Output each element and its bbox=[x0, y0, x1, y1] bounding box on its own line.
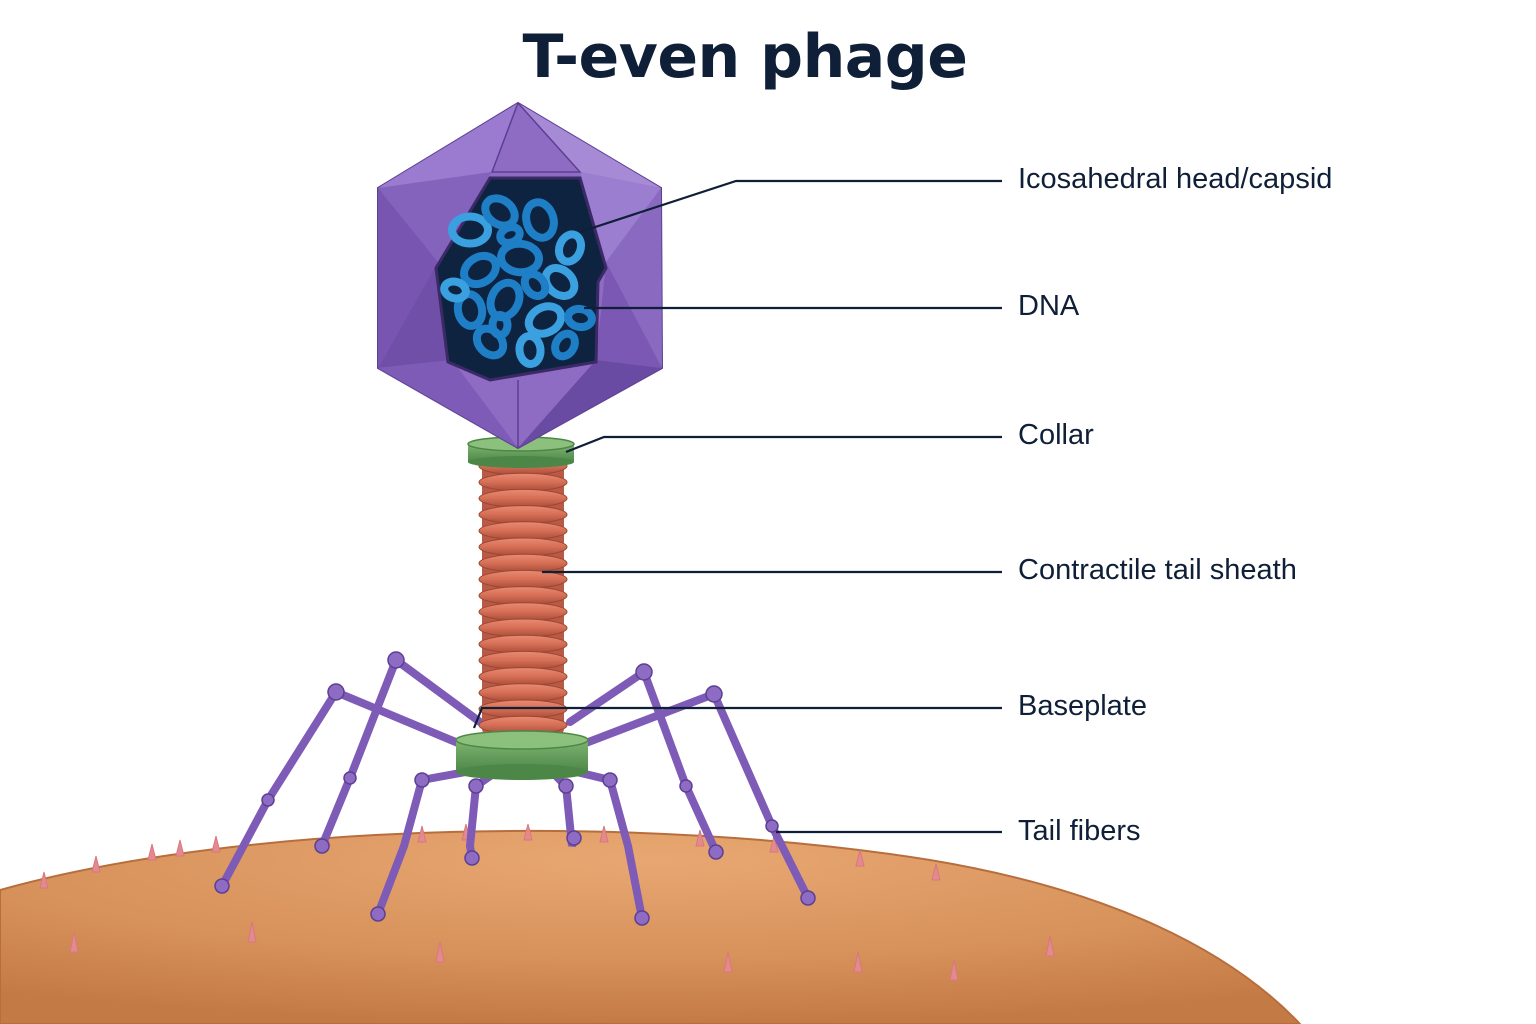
label-tail-fibers: Tail fibers bbox=[1018, 815, 1141, 847]
sheath-ring bbox=[478, 650, 568, 670]
collar bbox=[467, 436, 575, 468]
capsid bbox=[377, 101, 664, 450]
tail-fiber-joints bbox=[214, 651, 816, 926]
sheath-ring bbox=[478, 586, 568, 606]
dna-strand bbox=[551, 329, 579, 361]
leader-line-capsid bbox=[579, 179, 1002, 234]
label-baseplate: Baseplate bbox=[1018, 690, 1147, 722]
sheath-ring bbox=[478, 634, 568, 654]
dna-strand bbox=[554, 230, 586, 266]
leader-line-baseplate bbox=[472, 706, 1002, 729]
dna-strand bbox=[515, 332, 545, 368]
sheath-ring bbox=[478, 569, 568, 589]
dna-strand bbox=[460, 251, 500, 289]
dna-strand bbox=[448, 212, 492, 248]
dna-strand bbox=[488, 311, 512, 339]
label-dna: DNA bbox=[1018, 290, 1080, 322]
sheath-rings bbox=[478, 456, 568, 735]
label-contractile-tail-sheath: Contractile tail sheath bbox=[1018, 554, 1297, 586]
diagram-title: T-even phage bbox=[522, 22, 968, 92]
dna-strand bbox=[520, 270, 550, 300]
label-capsid: Icosahedral head/capsid bbox=[1018, 163, 1333, 195]
sheath-ring bbox=[478, 472, 568, 492]
dna-strand bbox=[481, 194, 519, 230]
dna-strand bbox=[541, 264, 579, 300]
sheath-ring bbox=[478, 521, 568, 541]
cell-surface bbox=[0, 829, 1302, 1024]
dna-strand bbox=[564, 304, 596, 332]
baseplate bbox=[455, 730, 589, 780]
sheath-ring bbox=[478, 537, 568, 557]
dna-strand bbox=[497, 239, 543, 277]
leader-lines bbox=[472, 179, 1002, 834]
sheath-ring bbox=[478, 602, 568, 622]
bacterial-cell bbox=[0, 823, 1302, 1024]
label-collar: Collar bbox=[1018, 419, 1094, 451]
leader-line-collar bbox=[565, 435, 1002, 454]
dna-strand bbox=[524, 302, 566, 338]
sheath-ring bbox=[478, 618, 568, 638]
sheath-ring bbox=[478, 505, 568, 525]
dna-strand bbox=[496, 223, 524, 247]
sheath-ring bbox=[478, 553, 568, 573]
sheath-ring bbox=[478, 667, 568, 687]
dna bbox=[440, 194, 596, 368]
sheath-ring bbox=[478, 683, 568, 703]
sheath-ring bbox=[478, 488, 568, 508]
dna-strand bbox=[522, 198, 558, 242]
dna-strand bbox=[440, 277, 470, 303]
tail-sheath bbox=[478, 456, 568, 738]
